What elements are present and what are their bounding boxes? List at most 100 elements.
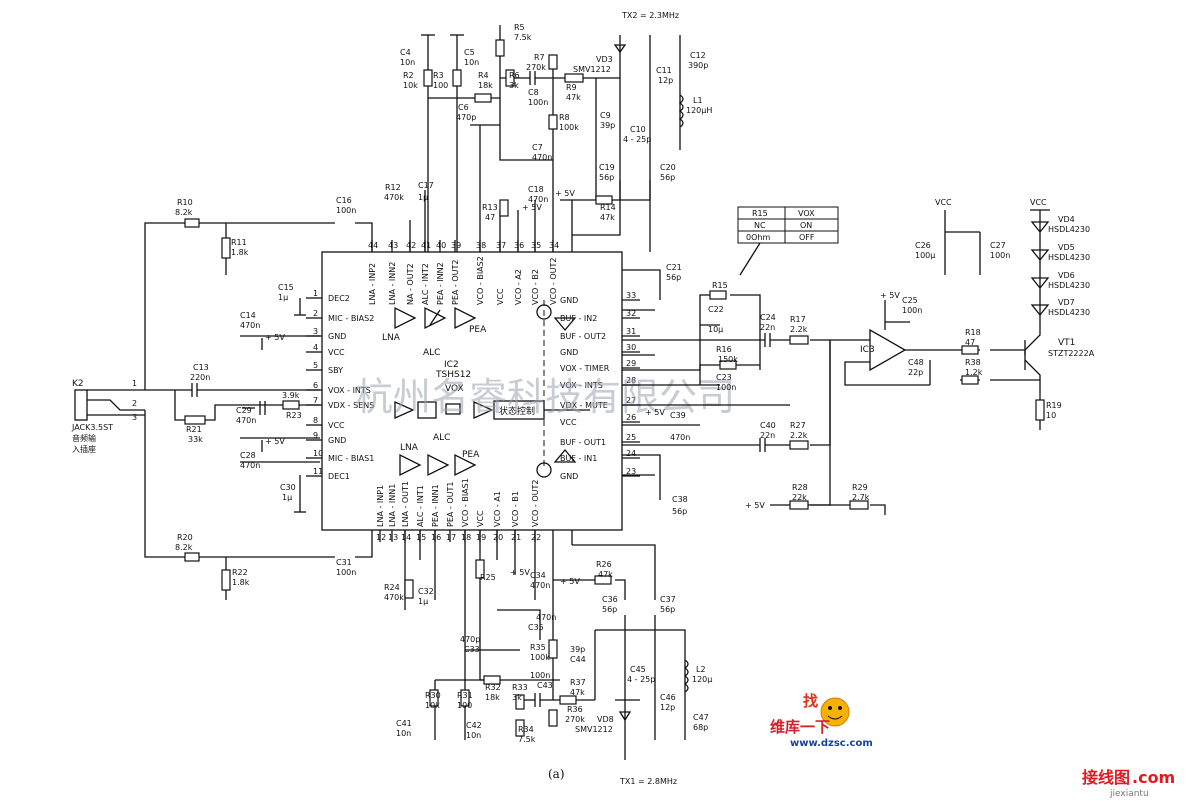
component-label: R32 bbox=[485, 683, 501, 692]
dzsc-url: www.dzsc.com bbox=[790, 738, 873, 749]
pin-number: 28 bbox=[626, 376, 636, 385]
table-header-vox: VOX bbox=[798, 209, 815, 218]
component-label: 470n bbox=[240, 321, 260, 330]
component-label: 47k bbox=[570, 688, 585, 697]
component-label: R23 bbox=[286, 411, 302, 420]
component-label: R5 bbox=[514, 23, 525, 32]
component-label: C31 bbox=[336, 558, 352, 567]
component-label: 3k bbox=[512, 693, 522, 702]
component-label: 1μ bbox=[282, 493, 292, 502]
pin-number: 36 bbox=[514, 241, 524, 250]
component-label: 470p bbox=[460, 635, 480, 644]
component-label: C11 bbox=[656, 66, 672, 75]
pin-name: VCO - OUT2 bbox=[531, 480, 540, 527]
component-label: 10k bbox=[425, 701, 440, 710]
component-label: 12p bbox=[658, 76, 673, 85]
pin-name: GND bbox=[560, 472, 578, 481]
component-label: 390p bbox=[688, 61, 708, 70]
component-label: R21 bbox=[186, 425, 202, 434]
component-label: 4 - 25p bbox=[627, 675, 655, 684]
component-label: 18k bbox=[478, 81, 493, 90]
pin-number: 40 bbox=[436, 241, 446, 250]
pin-name: PEA - INN1 bbox=[431, 484, 440, 527]
pin-name: VOX - INTS bbox=[328, 386, 371, 395]
component-label: 2.2k bbox=[790, 325, 808, 334]
lna-label-upper: LNA bbox=[382, 333, 401, 343]
pin-name: VCC bbox=[496, 288, 505, 305]
figure-caption: (a) bbox=[548, 767, 565, 781]
led-symbols bbox=[1030, 221, 1050, 317]
component-label: C23 bbox=[716, 373, 732, 382]
pin-name: VOX - INTS bbox=[560, 381, 603, 390]
component-label: C43 bbox=[537, 681, 553, 690]
pin-number: 15 bbox=[416, 533, 426, 542]
component-label: 470n bbox=[530, 581, 550, 590]
pin-number: 7 bbox=[313, 396, 318, 405]
component-label: R34 bbox=[518, 725, 534, 734]
supply-vcc-label: VCC bbox=[935, 198, 952, 207]
component-label: R36 bbox=[567, 705, 583, 714]
pin-number: 38 bbox=[476, 241, 486, 250]
component-label: VD7 bbox=[1058, 298, 1075, 307]
pin-number: 5 bbox=[313, 361, 318, 370]
component-label: R28 bbox=[792, 483, 808, 492]
component-label: L1 bbox=[693, 96, 703, 105]
component-label: 68p bbox=[693, 723, 708, 732]
pin-number: 32 bbox=[626, 309, 636, 318]
inductor-l2 bbox=[683, 659, 689, 693]
component-label: 1.8k bbox=[232, 578, 250, 587]
pin-number: 4 bbox=[313, 343, 318, 352]
component-label: 56p bbox=[602, 605, 617, 614]
component-label: R30 bbox=[425, 691, 441, 700]
component-label: 4 - 25p bbox=[623, 135, 651, 144]
component-label: 33k bbox=[188, 435, 203, 444]
supply-5v-label: + 5V bbox=[265, 333, 285, 342]
component-label: VD6 bbox=[1058, 271, 1075, 280]
tx1-frequency: TX1 = 2.8MHz bbox=[619, 777, 677, 786]
component-label: 470n bbox=[528, 195, 548, 204]
pin-name: NA - OUT2 bbox=[406, 263, 415, 305]
component-label: 120μ bbox=[692, 675, 712, 684]
pin-number: 31 bbox=[626, 327, 636, 336]
component-label: 100n bbox=[990, 251, 1010, 260]
lower-amp-chain: LNA ALC PEA bbox=[399, 433, 480, 477]
component-label: C46 bbox=[660, 693, 676, 702]
component-label: R35 bbox=[530, 643, 546, 652]
component-label: C30 bbox=[280, 483, 296, 492]
pin-name: VCO - A2 bbox=[514, 269, 523, 305]
dzsc-logo: 找 维库一下 www.dzsc.com bbox=[770, 692, 873, 749]
component-label: R10 bbox=[177, 198, 193, 207]
pin-name: VCO - OUT2 bbox=[549, 258, 558, 305]
component-label: HSDL4230 bbox=[1048, 225, 1090, 234]
component-label: 470n bbox=[236, 416, 256, 425]
vox-label: VOX bbox=[445, 384, 464, 394]
component-label: 7.5k bbox=[518, 735, 536, 744]
component-label: SMV1212 bbox=[573, 65, 611, 74]
component-label: C39 bbox=[670, 411, 686, 420]
component-label: SMV1212 bbox=[575, 725, 613, 734]
pin-number: 22 bbox=[531, 533, 541, 542]
component-label: HSDL4230 bbox=[1048, 308, 1090, 317]
component-label: 10k bbox=[403, 81, 418, 90]
jack-pin-3: 3 bbox=[132, 413, 137, 422]
state-control-label: 状态控制 bbox=[499, 405, 535, 417]
component-label: 56p bbox=[672, 507, 687, 516]
pin-name: BUF - IN2 bbox=[560, 314, 597, 323]
table-cell-nc: NC bbox=[754, 221, 766, 230]
component-label: 270k bbox=[526, 63, 546, 72]
pin-name: PEA - INN2 bbox=[436, 262, 445, 305]
component-label: C4 bbox=[400, 48, 411, 57]
component-label: 100k bbox=[530, 653, 550, 662]
component-label: C34 bbox=[530, 571, 546, 580]
component-label: L2 bbox=[696, 665, 706, 674]
component-label: VD4 bbox=[1058, 215, 1075, 224]
component-label: 3.9k bbox=[282, 391, 300, 400]
component-label: C21 bbox=[666, 263, 682, 272]
pin-name: VDX - MUTE bbox=[560, 401, 608, 410]
pin-number: 25 bbox=[626, 433, 636, 442]
component-label: 100μ bbox=[915, 251, 935, 260]
table-cell-on: ON bbox=[800, 221, 812, 230]
